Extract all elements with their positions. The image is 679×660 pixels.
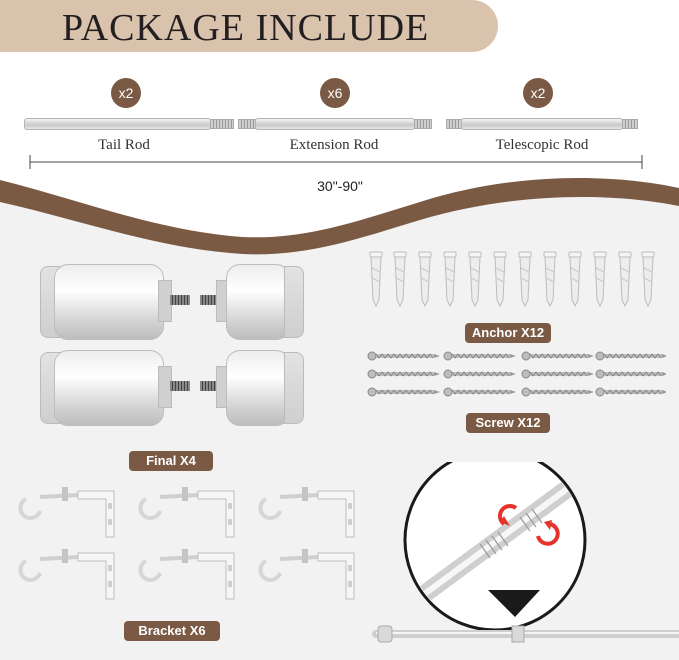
finial-pair-bottom (40, 348, 304, 428)
length-range-text: 30"-90" (317, 178, 363, 194)
brackets-image (18, 485, 356, 601)
extension-rod-count-badge: x6 (320, 78, 350, 108)
screws-image (367, 351, 666, 397)
title-banner (0, 0, 498, 52)
anchors-image (369, 251, 655, 307)
bracket-label: Bracket X6 (124, 621, 220, 641)
telescopic-rod-count-badge: x2 (523, 78, 553, 108)
tail-rod-count-badge: x2 (111, 78, 141, 108)
page-title: PACKAGE INCLUDE (62, 7, 430, 49)
finial-label: Final X4 (129, 451, 213, 471)
telescopic-rod-image (446, 118, 638, 130)
telescopic-rod-label: Telescopic Rod (495, 137, 589, 153)
tail-rod-label: Tail Rod (98, 137, 150, 153)
anchor-label: Anchor X12 (465, 323, 551, 343)
extension-rod-image (238, 118, 433, 130)
tail-rod-image (24, 118, 234, 130)
length-dimension-line (29, 155, 643, 169)
finial-pair-top (40, 262, 304, 342)
screw-label: Screw X12 (466, 413, 550, 433)
extension-rod-label: Extension Rod (289, 137, 379, 153)
telescopic-detail-view (372, 462, 679, 643)
